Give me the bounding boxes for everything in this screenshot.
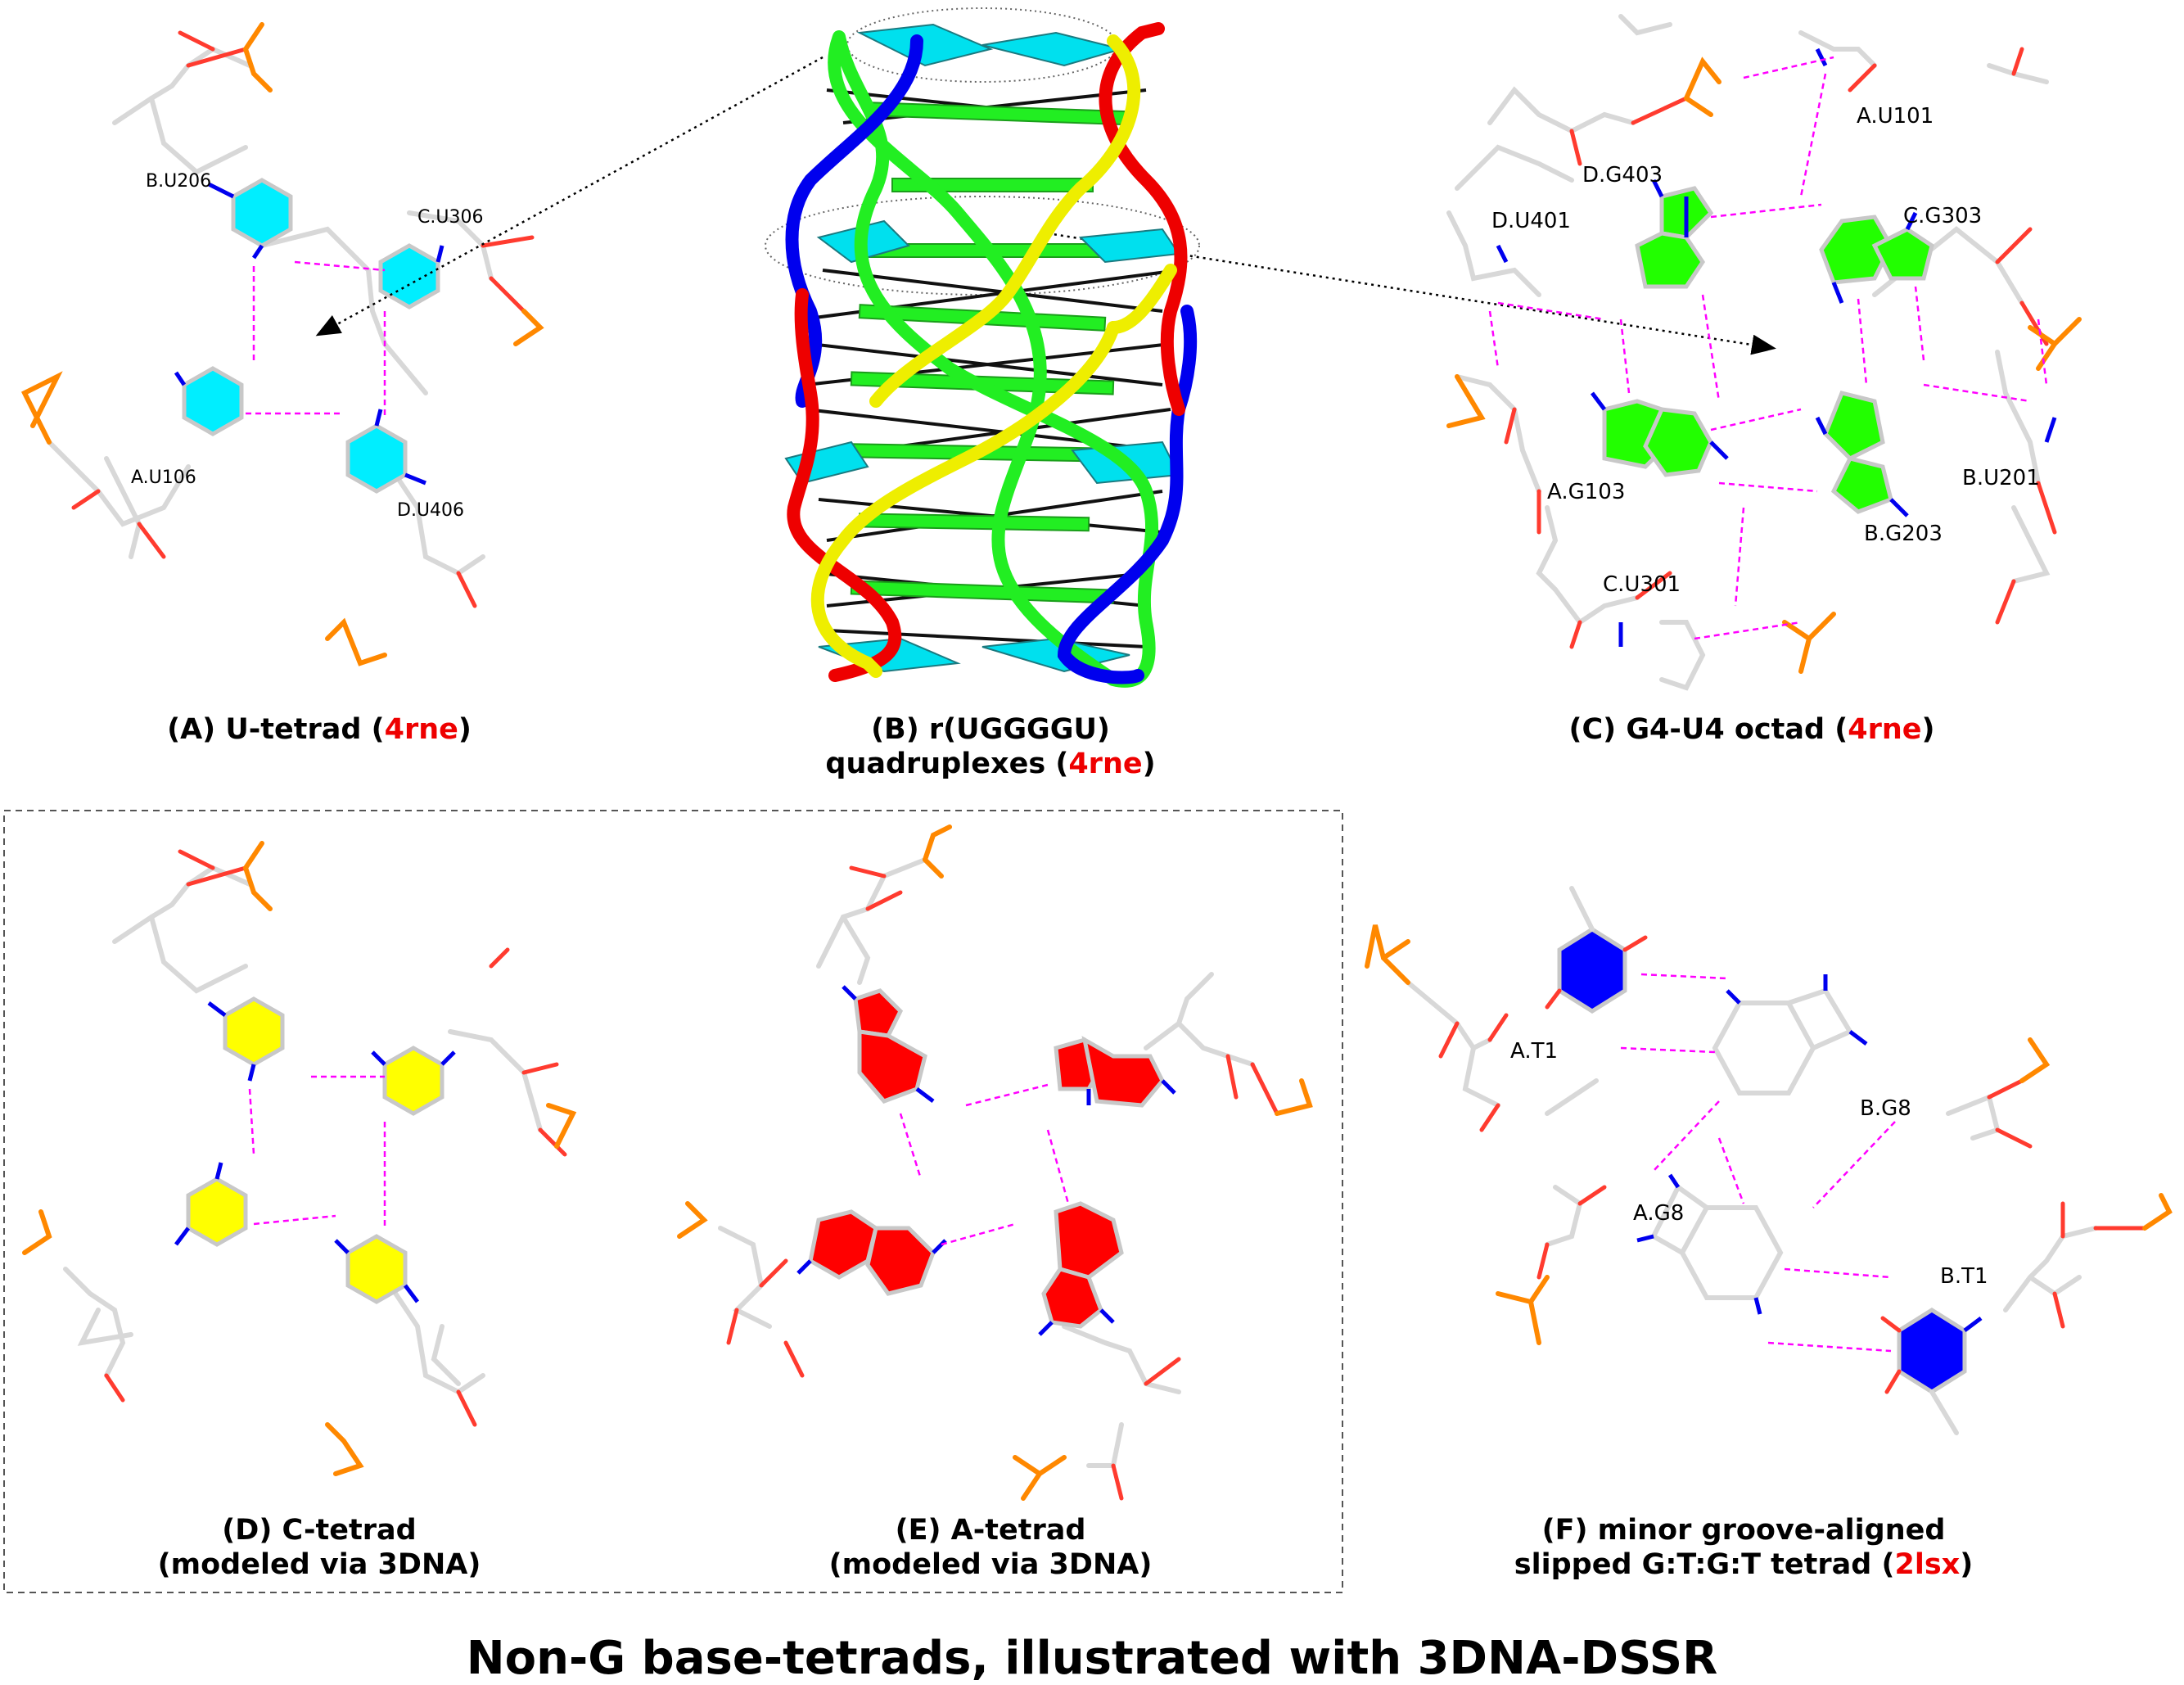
panel-b-quadruplex	[765, 7, 1200, 688]
label-a-t1: A.T1	[1510, 1039, 1558, 1064]
label-d-g403: D.G403	[1582, 163, 1663, 187]
label-d-u406: D.U406	[397, 500, 464, 521]
label-b-g203: B.G203	[1864, 522, 1943, 546]
dashed-box-de	[3, 810, 1343, 1593]
label-a-g8: A.G8	[1633, 1201, 1684, 1226]
label-c-u301: C.U301	[1603, 572, 1681, 597]
caption-panel-a: (A) U-tetrad (4rne)	[167, 713, 472, 746]
caption-panel-f: (F) minor groove-aligned slipped G:T:G:T…	[1514, 1514, 1974, 1581]
pdb-id: 2lsx	[1894, 1548, 1961, 1581]
label-b-t1: B.T1	[1940, 1264, 1988, 1289]
arrow-to-panel-c	[1047, 232, 1776, 355]
label-a-g103: A.G103	[1547, 480, 1625, 504]
panel-e-a-tetrad	[677, 824, 1313, 1501]
label-d-u401: D.U401	[1491, 209, 1571, 233]
label-c-u306: C.U306	[417, 207, 483, 228]
panel-c-octad: A.U101 D.G403 C.G303 D.U401 A.G103 B.U20…	[1446, 14, 2082, 691]
arrow-to-panel-a	[315, 56, 824, 337]
pdb-id: 4rne	[1848, 713, 1922, 746]
panel-a-structure: B.U206 C.U306 A.U106 D.U406	[20, 22, 544, 666]
pdb-id: 4rne	[384, 713, 458, 746]
label-b-u201: B.U201	[1962, 466, 2040, 490]
label-b-g8: B.G8	[1860, 1096, 1911, 1121]
caption-panel-d: (D) C-tetrad (modeled via 3DNA)	[157, 1514, 481, 1581]
label-a-u106: A.U106	[131, 468, 196, 488]
label-b-u206: B.U206	[146, 171, 211, 192]
label-c-g303: C.G303	[1903, 204, 1982, 228]
caption-panel-b: (B) r(UGGGGU) quadruplexes (4rne)	[825, 713, 1156, 780]
caption-panel-e: (E) A-tetrad (modeled via 3DNA)	[828, 1514, 1153, 1581]
panel-f-gtgt-tetrad: A.T1 B.G8 A.G8 B.T1	[1365, 886, 2173, 1435]
pdb-id: 4rne	[1068, 748, 1143, 780]
label-a-u101: A.U101	[1857, 104, 1934, 129]
figure-title: Non-G base-tetrads, illustrated with 3DN…	[466, 1632, 1718, 1685]
panel-d-c-tetrad	[22, 841, 577, 1476]
caption-panel-c: (C) G4-U4 octad (4rne)	[1568, 713, 1935, 746]
